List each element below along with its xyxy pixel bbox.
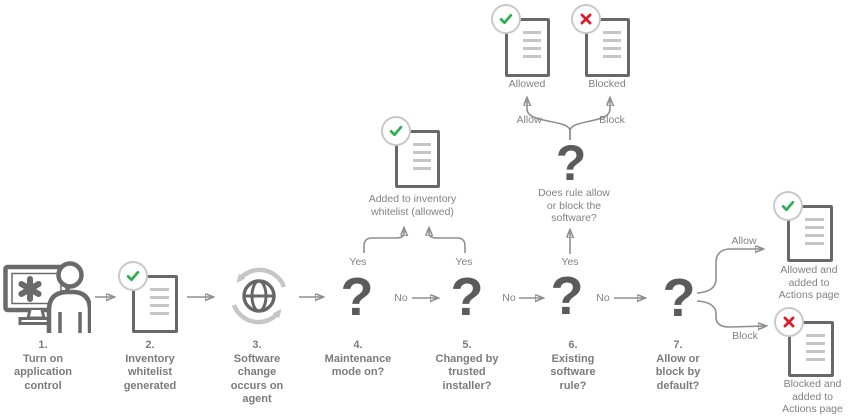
x-icon (774, 307, 804, 337)
software-change-sync-globe-icon (226, 262, 292, 330)
blocked-document-icon (571, 4, 630, 77)
edge-label-yes-step5: Yes (455, 256, 473, 268)
x-icon (571, 4, 601, 34)
arrow-block-rule-blocked (569, 99, 610, 140)
allowed-document-icon (491, 4, 550, 77)
step6-label: 6. Existing software rule? (550, 339, 596, 392)
inventory-whitelist-document-icon (381, 116, 440, 188)
question-mark-step6: ? (550, 266, 584, 326)
step1-label: 1. Turn on application control (13, 339, 73, 392)
question-mark-rule: ? (555, 135, 587, 191)
allowed-caption: Allowed (508, 78, 546, 90)
blocked-actions-document-icon (774, 307, 834, 377)
step7-label: 7. Allow or block by default? (655, 339, 701, 392)
step4-label: 4. Maintenance mode on? (324, 339, 392, 378)
edge-label-allow-right: Allow (731, 235, 757, 247)
edge-label-no-step6-7: No (596, 292, 610, 304)
edge-label-yes-step6: Yes (561, 256, 579, 268)
blocked-caption: Blocked (588, 78, 626, 90)
arrow-allow-step7-allowed (696, 249, 762, 294)
question-mark-step7: ? (662, 268, 696, 328)
rule-question-caption: Does rule allow or block the software? (538, 187, 610, 224)
asterisk-icon (18, 276, 42, 302)
step3-label: 3. Software change occurs on agent (230, 339, 284, 405)
inventory-whitelist-caption: Added to inventory whitelist (allowed) (368, 193, 457, 218)
whitelist-document-icon (118, 261, 178, 333)
allowed-actions-document-icon (773, 191, 833, 262)
check-icon (118, 261, 148, 291)
check-icon (491, 4, 521, 34)
edge-label-yes-step4: Yes (349, 256, 367, 268)
allowed-actions-caption: Allowed and added to Actions page (778, 264, 840, 301)
arrow-yes-step4-whitelist (363, 229, 404, 253)
step5-label: 5. Changed by trusted installer? (435, 339, 499, 392)
arrow-yes-step5-whitelist (429, 229, 466, 253)
blocked-actions-caption: Blocked and added to Actions page (782, 378, 843, 415)
question-mark-step4: ? (340, 267, 374, 327)
edge-label-no-step5-6: No (502, 292, 516, 304)
edge-label-allow-top: Allow (516, 114, 542, 126)
application-control-monitor-user-icon (3, 261, 93, 333)
arrow-block-step7-blocked (696, 300, 765, 327)
edge-label-block-right: Block (732, 330, 758, 342)
check-icon (381, 116, 411, 146)
edge-label-no-step4-5: No (394, 292, 408, 304)
step2-label: 2. Inventory whitelist generated (123, 339, 177, 392)
edge-label-block-top: Block (599, 114, 625, 126)
check-icon (773, 191, 803, 221)
question-mark-step5: ? (450, 267, 484, 327)
